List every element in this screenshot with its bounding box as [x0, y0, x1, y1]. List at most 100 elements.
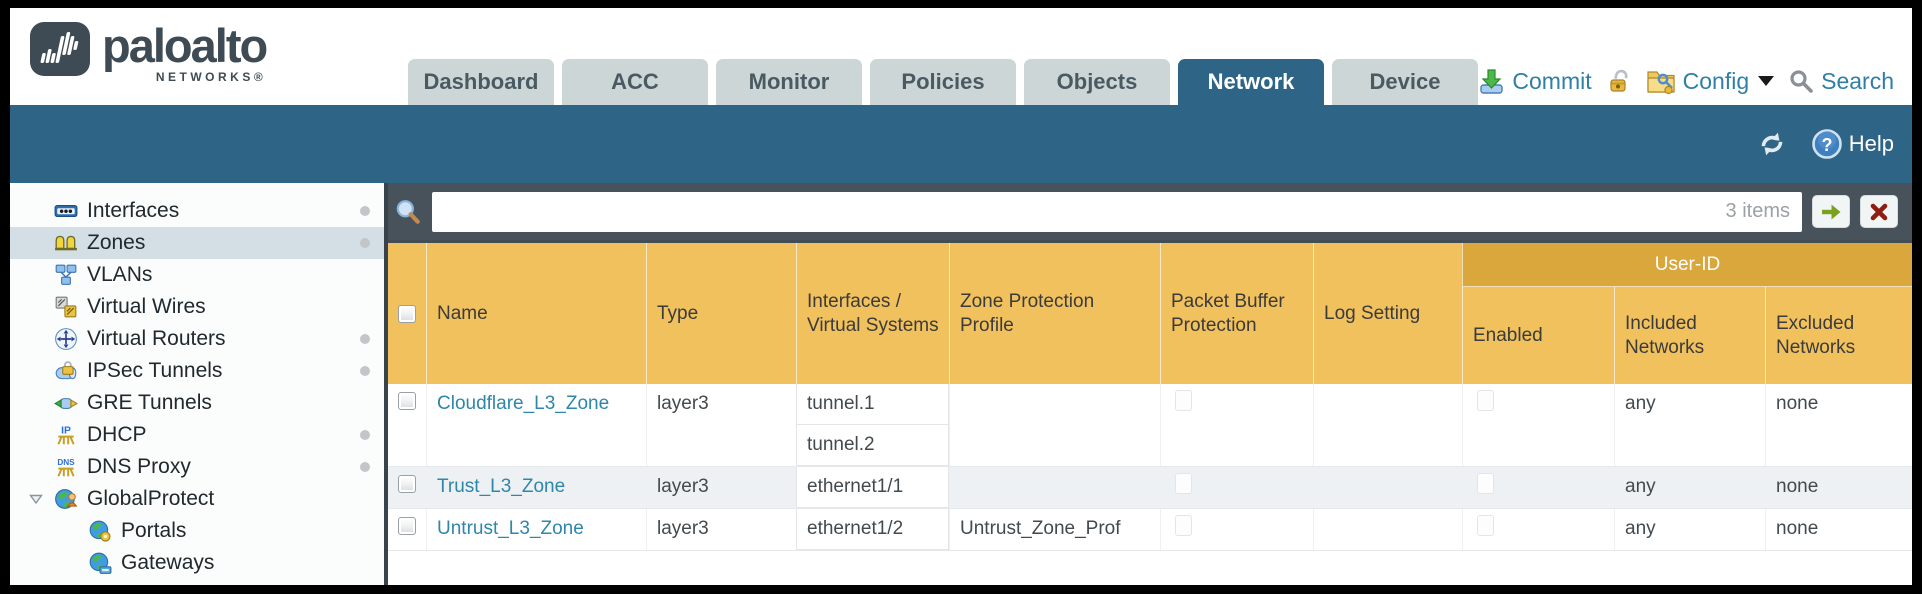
sidebar-item-label: GlobalProtect: [87, 487, 215, 510]
sidebar-item-dns-proxy[interactable]: DNS DNS Proxy: [10, 451, 384, 483]
svg-text:DNS: DNS: [57, 458, 75, 467]
zone-protection-profile: [949, 384, 1160, 466]
dhcp-icon: IP: [54, 423, 78, 447]
column-header-log-setting[interactable]: Log Setting: [1313, 243, 1462, 384]
sidebar-item-label: Virtual Wires: [87, 295, 206, 318]
interface-cell: ethernet1/1: [797, 467, 949, 508]
search-button[interactable]: Search: [1788, 68, 1894, 95]
sidebar-item-virtual-wires[interactable]: Virtual Wires: [10, 291, 384, 323]
column-header-interfaces[interactable]: Interfaces / Virtual Systems: [796, 243, 949, 384]
zone-type: layer3: [646, 509, 796, 550]
tab-acc[interactable]: ACC: [562, 59, 708, 105]
sidebar-item-globalprotect[interactable]: GlobalProtect: [10, 483, 384, 515]
refresh-icon[interactable]: [1757, 131, 1787, 157]
sidebar-item-virtual-routers[interactable]: Virtual Routers: [10, 323, 384, 355]
filter-bar: 3 items: [388, 183, 1912, 240]
excluded-networks: none: [1765, 509, 1912, 550]
sidebar-item-label: DHCP: [87, 423, 147, 446]
sidebar-item-vlans[interactable]: VLANs: [10, 259, 384, 291]
filter-input[interactable]: [432, 191, 1726, 232]
user-id-enabled-checkbox[interactable]: [1462, 509, 1614, 550]
gre-tunnels-icon: [54, 391, 78, 415]
zone-name-link[interactable]: Trust_L3_Zone: [426, 467, 646, 508]
zones-icon: [54, 231, 78, 255]
checkbox-icon: [1477, 390, 1494, 411]
interfaces-icon: [54, 199, 78, 223]
virtual-routers-icon: [54, 327, 78, 351]
column-header-included-networks[interactable]: Included Networks: [1614, 287, 1765, 384]
brand-subtitle: NETWORKS®: [155, 70, 267, 84]
lock-icon[interactable]: [1606, 68, 1632, 95]
column-header-enabled[interactable]: Enabled: [1462, 287, 1614, 384]
sidebar-item-label: VLANs: [87, 263, 153, 286]
sidebar-item-label: GRE Tunnels: [87, 391, 212, 414]
globalprotect-icon: [54, 487, 78, 511]
packet-buffer-protection-checkbox[interactable]: [1160, 509, 1313, 550]
brand-logo: paloalto NETWORKS®: [30, 22, 268, 85]
zones-table-header: Name Type Interfaces / Virtual Systems Z…: [388, 240, 1912, 384]
status-dot: [360, 238, 370, 248]
items-count: 3 items: [1725, 200, 1790, 222]
packet-buffer-protection-checkbox[interactable]: [1160, 467, 1313, 508]
checkbox-icon: [1477, 515, 1494, 536]
svg-text:IP: IP: [61, 425, 71, 436]
sidebar-divider: [384, 183, 388, 585]
column-header-zone-protection-profile[interactable]: Zone Protection Profile: [949, 243, 1160, 384]
sidebar-item-portals[interactable]: Portals: [10, 515, 384, 547]
commit-label: Commit: [1512, 67, 1592, 94]
help-label: Help: [1848, 131, 1894, 156]
config-label: Config: [1682, 67, 1750, 94]
user-id-enabled-checkbox[interactable]: [1462, 467, 1614, 508]
status-dot: [360, 334, 370, 344]
ipsec-tunnels-icon: [54, 359, 78, 383]
config-menu-button[interactable]: Config: [1646, 67, 1775, 95]
tab-policies[interactable]: Policies: [870, 59, 1016, 105]
search-icon: [1788, 68, 1814, 94]
commit-icon: [1478, 68, 1505, 95]
sidebar-item-zones[interactable]: Zones: [10, 227, 384, 259]
apply-filter-button[interactable]: [1812, 195, 1850, 228]
checkbox-icon: [398, 392, 416, 410]
clear-filter-button[interactable]: [1860, 195, 1898, 228]
row-checkbox[interactable]: [388, 384, 426, 466]
column-header-packet-buffer-protection[interactable]: Packet Buffer Protection: [1160, 243, 1313, 384]
zone-name-link[interactable]: Untrust_L3_Zone: [426, 509, 646, 550]
select-all-checkbox[interactable]: [388, 243, 426, 384]
row-checkbox[interactable]: [388, 467, 426, 508]
tab-monitor[interactable]: Monitor: [716, 59, 862, 105]
tab-dashboard[interactable]: Dashboard: [408, 59, 554, 105]
zone-name-link[interactable]: Cloudflare_L3_Zone: [426, 384, 646, 466]
help-button[interactable]: ? Help: [1811, 128, 1894, 160]
sidebar-item-gateways[interactable]: Gateways: [10, 547, 384, 579]
tab-objects[interactable]: Objects: [1024, 59, 1170, 105]
sidebar-item-label: Gateways: [121, 551, 215, 574]
top-actions: Commit: [1478, 67, 1894, 95]
commit-button[interactable]: Commit: [1478, 67, 1592, 95]
column-header-type[interactable]: Type: [646, 243, 796, 384]
column-header-excluded-networks[interactable]: Excluded Networks: [1765, 287, 1912, 384]
checkbox-icon: [398, 304, 416, 323]
brand-text: paloalto NETWORKS®: [102, 22, 268, 85]
help-icon: ?: [1811, 128, 1843, 160]
tab-device[interactable]: Device: [1332, 59, 1478, 105]
sidebar-item-gre-tunnels[interactable]: GRE Tunnels: [10, 387, 384, 419]
row-checkbox[interactable]: [388, 509, 426, 550]
column-header-name[interactable]: Name: [426, 243, 646, 384]
packet-buffer-protection-checkbox[interactable]: [1160, 384, 1313, 466]
included-networks: any: [1614, 384, 1765, 466]
status-dot: [360, 206, 370, 216]
user-id-enabled-checkbox[interactable]: [1462, 384, 1614, 466]
sidebar-item-dhcp[interactable]: IP DHCP: [10, 419, 384, 451]
sidebar-item-label: Virtual Routers: [87, 327, 226, 350]
expander-icon[interactable]: [28, 491, 44, 507]
sidebar-item-ipsec-tunnels[interactable]: IPSec Tunnels: [10, 355, 384, 387]
excluded-networks: none: [1765, 384, 1912, 466]
search-label: Search: [1821, 67, 1894, 94]
included-networks: any: [1614, 467, 1765, 508]
sidebar-item-label: DNS Proxy: [87, 455, 191, 478]
sidebar-item-interfaces[interactable]: Interfaces: [10, 195, 384, 227]
tab-network[interactable]: Network: [1178, 59, 1324, 105]
config-icon: [1646, 67, 1676, 95]
